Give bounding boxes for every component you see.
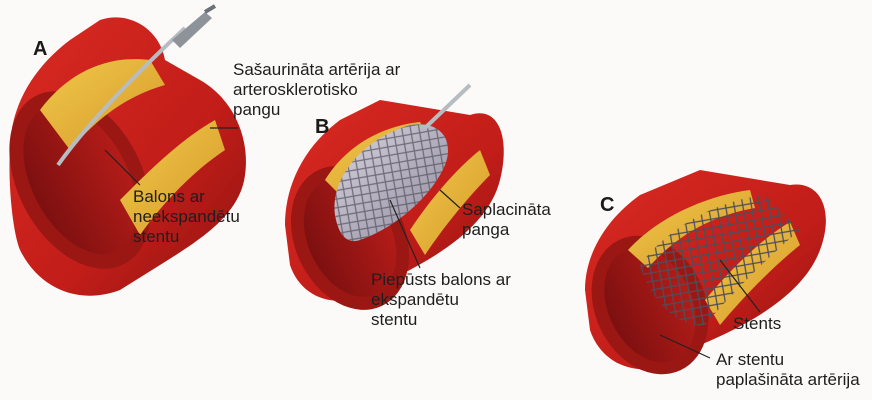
catheter-a-hub — [172, 12, 212, 48]
catheter-a-tip — [205, 6, 215, 12]
label-inflated-balloon: Piepūsts balons ar ekspandētu stentu — [371, 270, 511, 330]
panel-letter-a: A — [33, 38, 47, 61]
panel-letter-c: C — [600, 194, 614, 217]
label-stent: Stents — [733, 314, 781, 334]
label-flattened-plaque: Saplacināta panga — [462, 200, 551, 240]
label-narrowed-artery: Sašaurināta artērija ar arterosklerotisk… — [233, 60, 400, 120]
label-widened-artery: Ar stentu paplašināta artērija — [716, 350, 860, 390]
label-balloon-unexpanded-stent: Balons ar neekspandētu stentu — [133, 187, 240, 247]
